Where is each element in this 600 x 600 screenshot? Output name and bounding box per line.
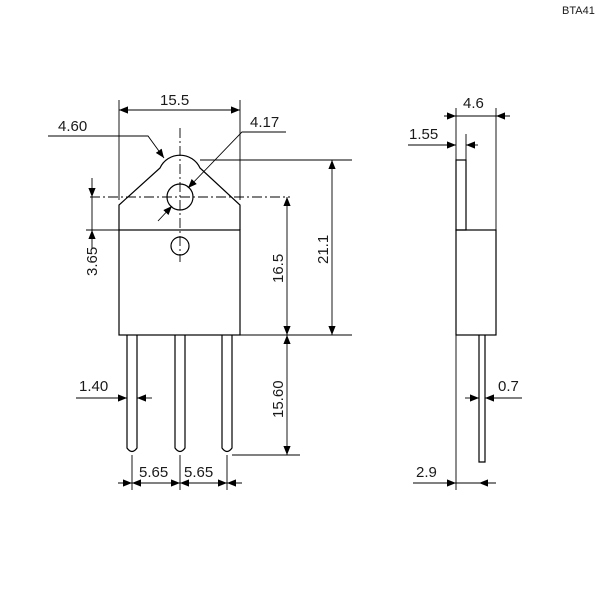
dim-lead-length: 15.60 [270,380,287,418]
lead-right [221,335,233,453]
part-title: BTA41 [562,5,595,17]
dim-tab-radius: 4.60 [58,118,87,135]
front-view: 15.5 4.60 4.17 3.65 16.5 21.1 15.60 1.40 [48,92,352,490]
leader-hole-dia [187,131,286,189]
dim-total-height: 21.1 [315,235,332,264]
dim-lead-thickness: 0.7 [498,378,519,395]
side-body-outline [455,229,497,336]
dim-hole-offset: 3.65 [84,247,101,276]
dim-pitch-right: 5.65 [184,464,213,481]
side-tab-outline [455,159,467,231]
dim-width-body: 15.5 [160,92,189,109]
dim-hole-dia: 4.17 [250,114,279,131]
leader-tab-radius [48,135,165,159]
dim-lead-offset: 2.9 [416,464,437,481]
leader-hole-dia-lower [157,205,173,222]
dim-thickness: 4.6 [463,95,484,112]
lead-left [126,335,138,453]
dim-tab-thickness: 1.55 [409,126,438,143]
tab-outline [118,154,241,230]
side-lead [478,335,486,463]
dim-lead-width: 1.40 [79,378,108,395]
dim-pitch-left: 5.65 [139,464,168,481]
side-view: 4.6 1.55 0.7 2.9 [408,95,522,490]
dim-body-height: 16.5 [270,254,287,283]
body-outline [118,229,241,336]
lead-center [174,335,186,453]
